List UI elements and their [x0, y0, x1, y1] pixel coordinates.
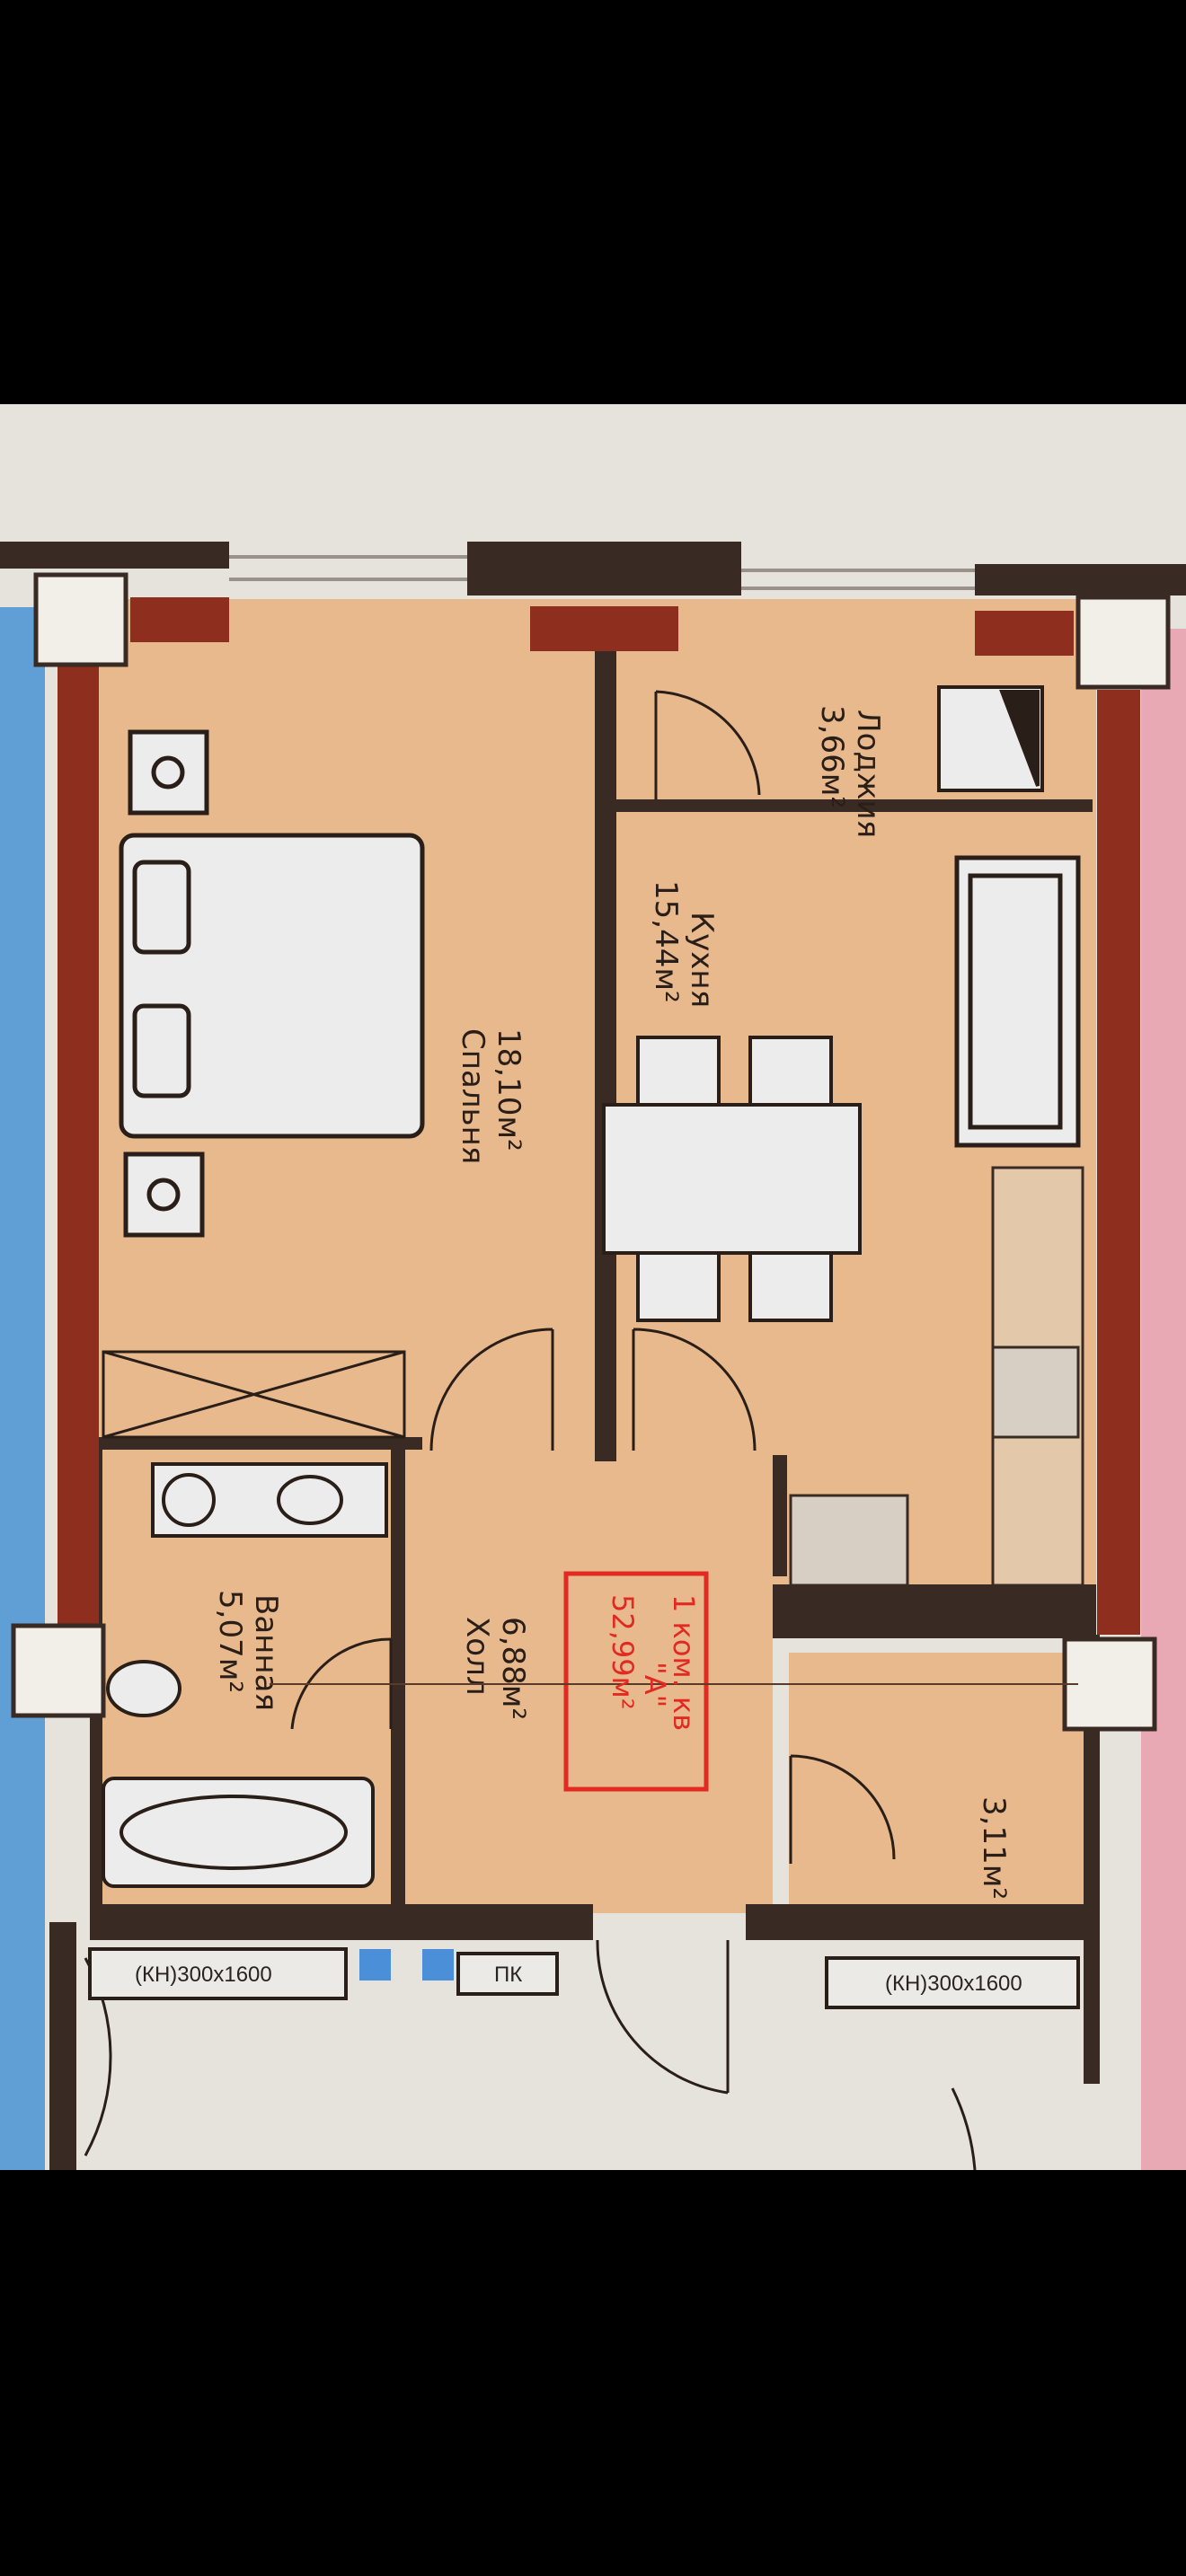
dining-table [602, 1036, 862, 1322]
loggia-furniture [937, 685, 1044, 792]
radiator-boxes [88, 1947, 1080, 2009]
windows [229, 555, 975, 590]
right-neighbor-area [1141, 629, 1186, 2170]
apartment-area: 52,99м² [606, 1594, 640, 1710]
kitchen-area: 15,44м² [648, 880, 684, 1003]
storage-area: 3,11м² [976, 1796, 1012, 1900]
hall-area: 6,88м² [495, 1617, 531, 1720]
bedroom-name: Спальня [455, 1028, 491, 1164]
nightstands [123, 729, 209, 1238]
radiator-label-left: (КН)300х1600 [135, 1963, 272, 1987]
vent-icon [359, 1949, 391, 1981]
kitchen-counter [789, 1166, 1084, 1587]
ventilation-shafts [11, 572, 1171, 1732]
hall-name: Холл [459, 1617, 495, 1696]
apartment-type: 1 ком. кв [667, 1594, 701, 1731]
bathroom-fixtures [102, 1462, 388, 1888]
wall-columns [58, 597, 1140, 1635]
left-neighbor-area [0, 607, 45, 2170]
apartment-label-box [563, 1571, 709, 1792]
storage-floor [789, 1653, 1085, 1913]
pk-label: ПК [494, 1963, 522, 1987]
loggia-name: Лоджия [850, 710, 886, 838]
radiator-label-right: (КН)300х1600 [885, 1972, 1022, 1996]
kitchen-name: Кухня [684, 912, 720, 1008]
bathroom-name: Ванная [248, 1594, 284, 1711]
apartment-letter: "А" [638, 1662, 672, 1707]
bathroom-area: 5,07м² [212, 1590, 248, 1693]
loggia-area: 3,66м² [814, 705, 850, 808]
sofa [954, 855, 1081, 1148]
bedroom-area: 18,10м² [491, 1028, 527, 1151]
vent-icon [422, 1949, 454, 1981]
bed [119, 833, 425, 1139]
wardrobe [102, 1350, 406, 1439]
